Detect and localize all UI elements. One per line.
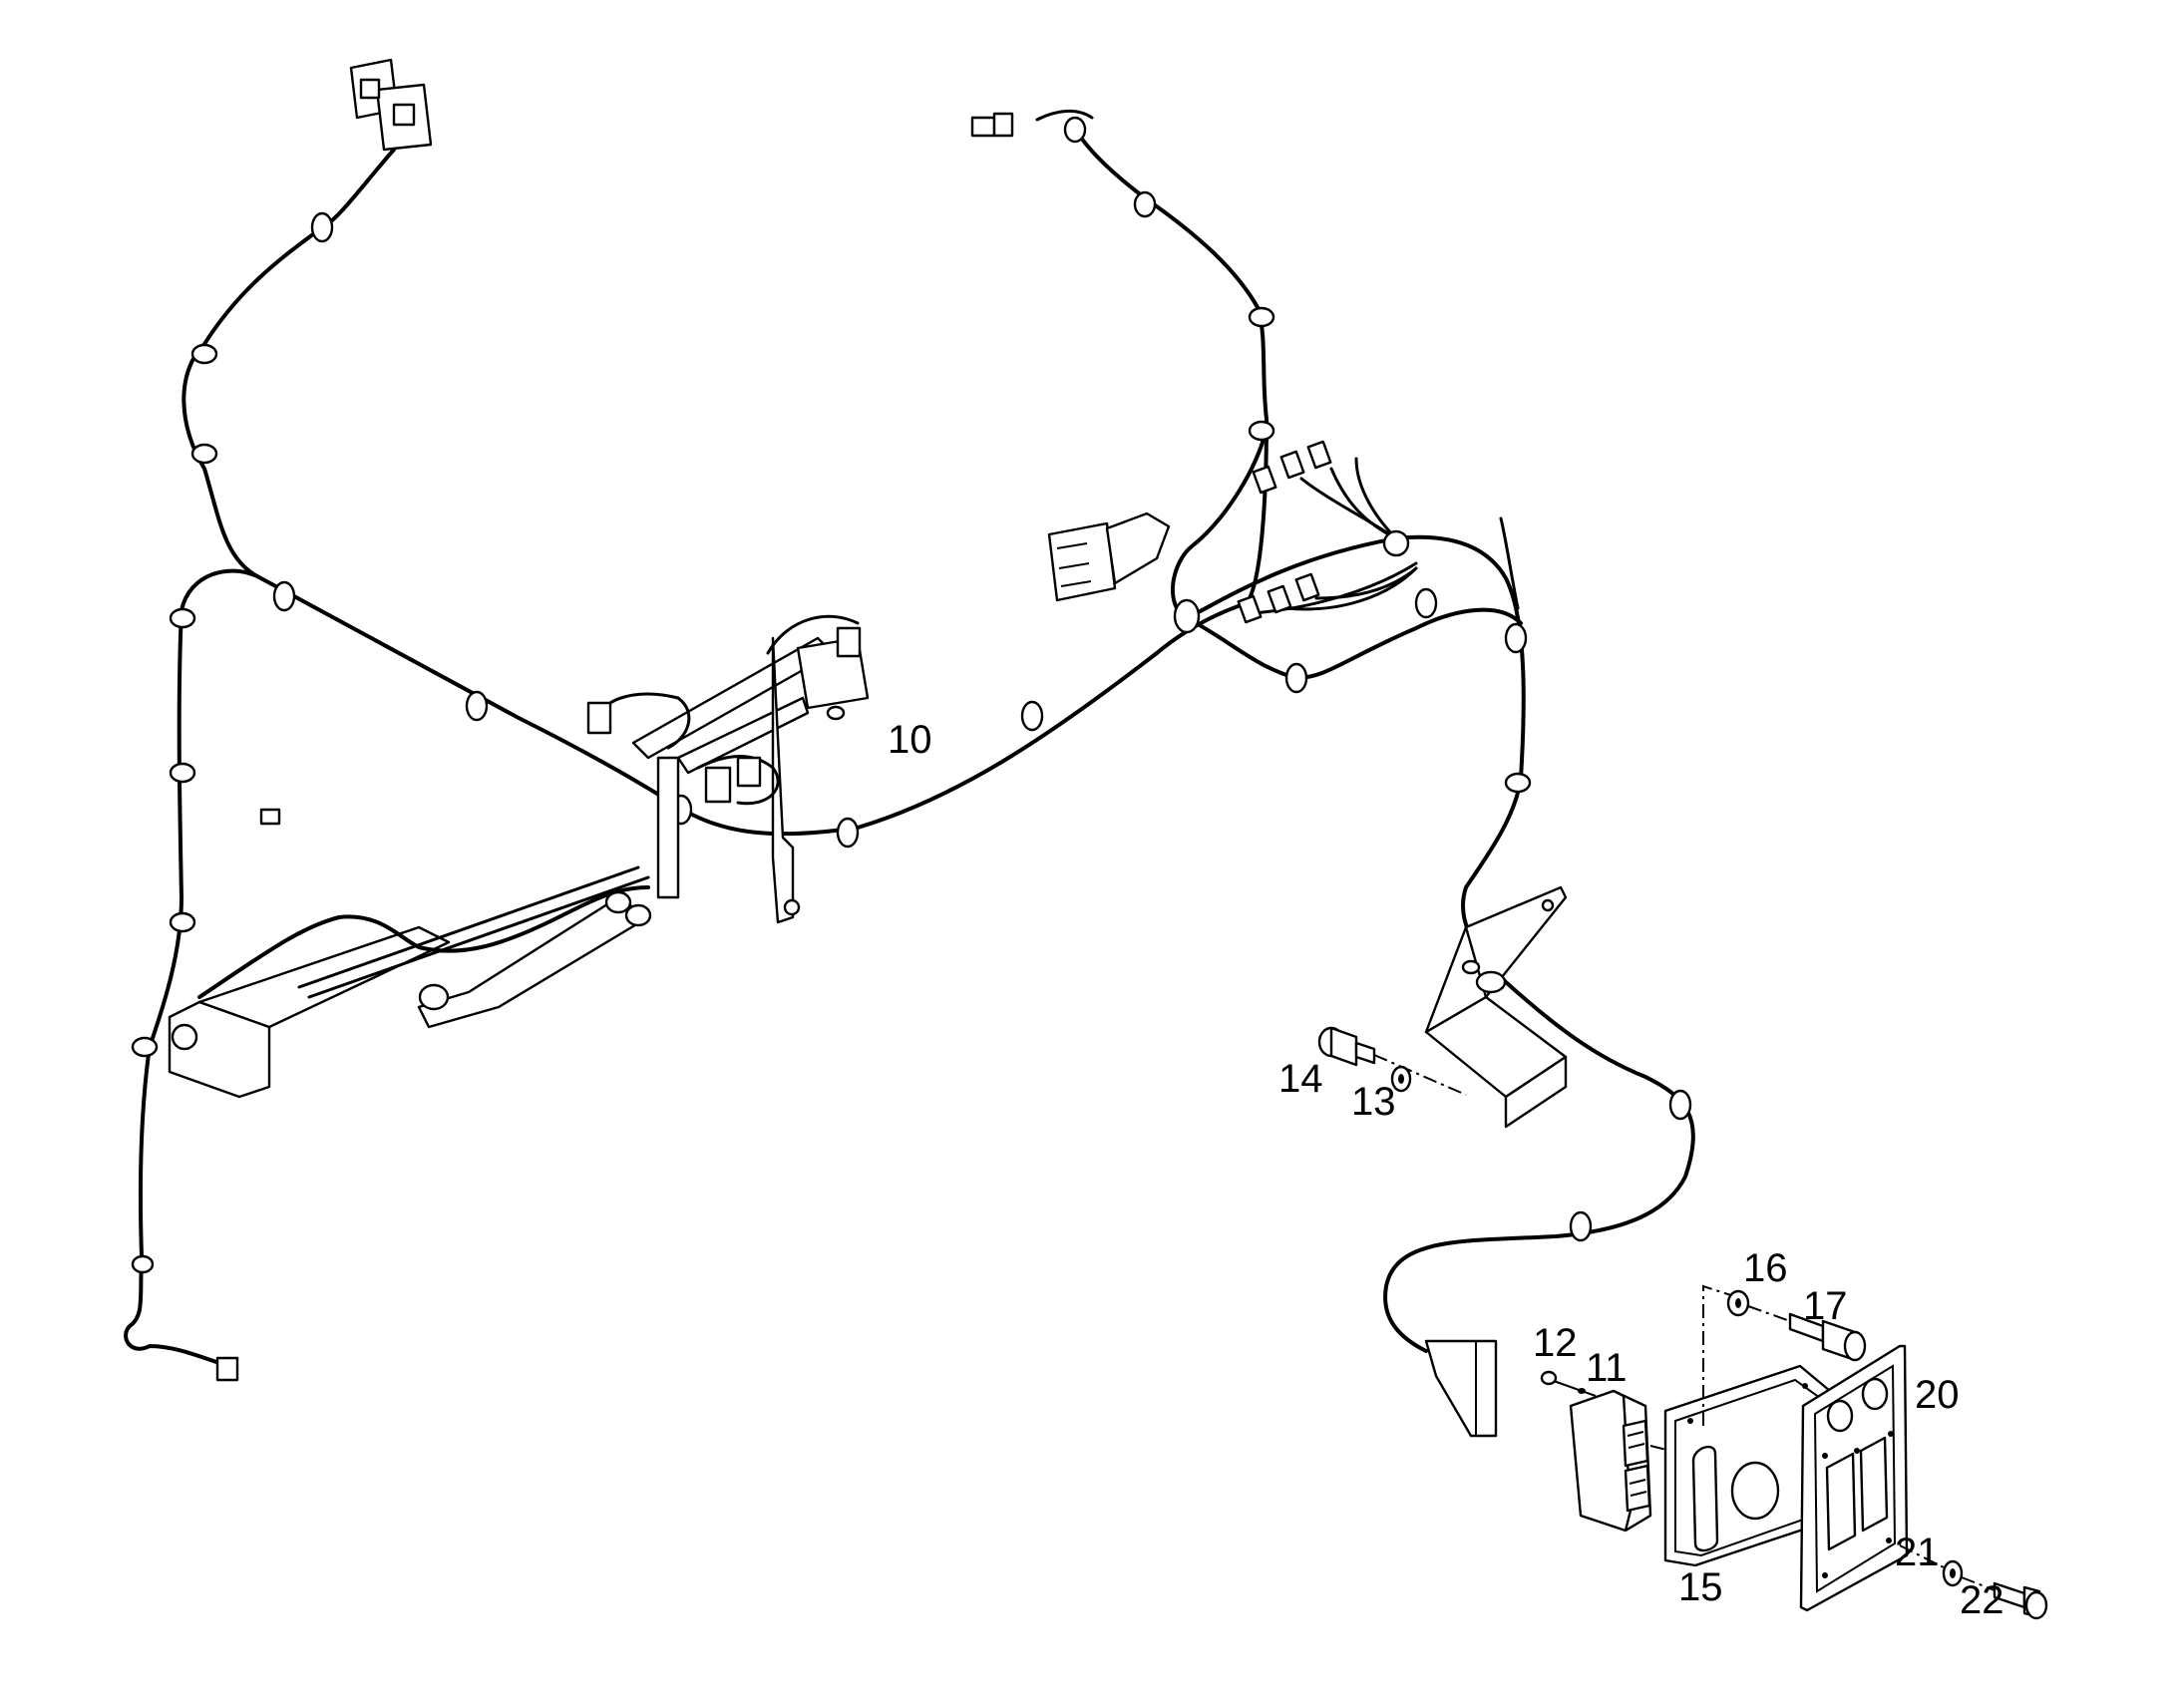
- plate-20: [1799, 1344, 1951, 1612]
- washer-13: [1390, 1065, 1412, 1093]
- screw-17: [1747, 1305, 1867, 1362]
- callout-12: 12: [1533, 1321, 1578, 1365]
- connector-11: [1569, 1389, 1652, 1533]
- washer-21: [1942, 1559, 1964, 1587]
- callout-10: 10: [888, 718, 932, 762]
- callout-20: 20: [1915, 1373, 1960, 1417]
- leader-dash-11: [1649, 1445, 1671, 1452]
- callout-15: 15: [1678, 1565, 1723, 1609]
- callout-16: 16: [1743, 1246, 1788, 1290]
- screw-22: [1961, 1576, 2048, 1620]
- callout-22: 22: [1960, 1578, 2004, 1622]
- plate-15: [1663, 1284, 1832, 1567]
- harness-clips: [131, 116, 1692, 1274]
- callout-11: 11: [1586, 1346, 1628, 1390]
- washer-16: [1726, 1289, 1750, 1317]
- central-bracket: [586, 614, 870, 924]
- callout-21: 21: [1895, 1531, 1940, 1574]
- screw-12: [1540, 1370, 1597, 1397]
- callout-17: 17: [1803, 1284, 1848, 1328]
- screw-14: [1317, 1026, 1467, 1096]
- mount-bracket: [1424, 885, 1568, 1129]
- connectors: [215, 58, 1498, 1438]
- left-lower-bracket: [168, 865, 652, 1099]
- callout-13: 13: [1351, 1080, 1396, 1124]
- callout-14: 14: [1278, 1057, 1323, 1101]
